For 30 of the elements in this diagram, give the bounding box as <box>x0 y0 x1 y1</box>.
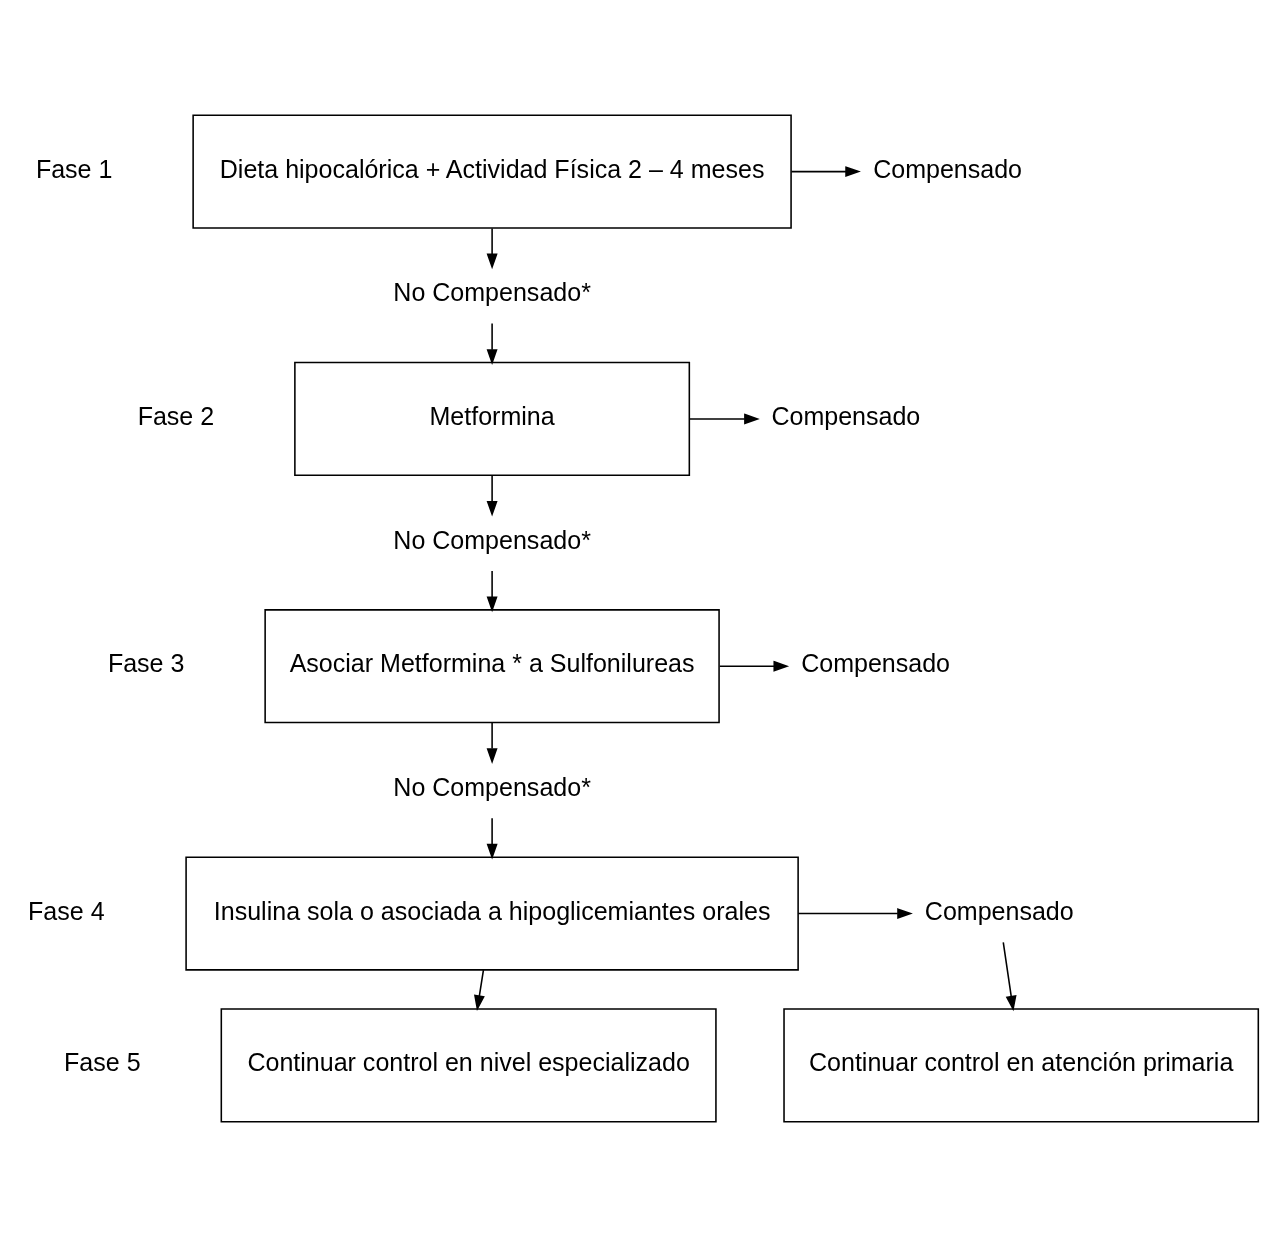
node-text: No Compensado* <box>393 277 591 306</box>
arrow <box>486 816 498 860</box>
node-text: Compensado <box>801 648 951 677</box>
arrow <box>688 412 760 424</box>
arrow <box>1002 941 1017 1011</box>
node-label: Fase 1 <box>35 154 113 183</box>
node-label: Fase 3 <box>107 648 185 677</box>
node-box: Continuar control en nivel especializado <box>220 1007 717 1123</box>
arrow <box>486 721 498 764</box>
arrow <box>790 165 861 177</box>
node-box: Insulina sola o asociada a hipoglicemiantes orales <box>185 855 799 971</box>
arrow <box>797 907 913 919</box>
arrow <box>486 474 498 517</box>
arrow <box>719 660 790 672</box>
node-box: Dieta hipocalórica + Actividad Física 2 – 4 meses <box>192 113 792 229</box>
arrow <box>486 227 498 269</box>
node-text: Compensado <box>771 401 921 430</box>
node-label: Fase 2 <box>137 401 215 430</box>
node-text: No Compensado* <box>393 772 591 801</box>
node-label: Fase 4 <box>28 896 105 924</box>
arrow <box>486 322 498 365</box>
node-text: No Compensado* <box>393 525 591 554</box>
arrow <box>486 569 498 612</box>
node-box: Asociar Metformina * a Sulfonilureas <box>264 608 720 723</box>
node-text: Compensado <box>924 896 1074 924</box>
arrow <box>474 968 485 1011</box>
node-box: Continuar control en atención primaria <box>783 1007 1260 1123</box>
node-text: Compensado <box>873 154 1023 183</box>
node-label: Fase 5 <box>64 1047 141 1076</box>
node-box: Metformina <box>294 361 691 476</box>
